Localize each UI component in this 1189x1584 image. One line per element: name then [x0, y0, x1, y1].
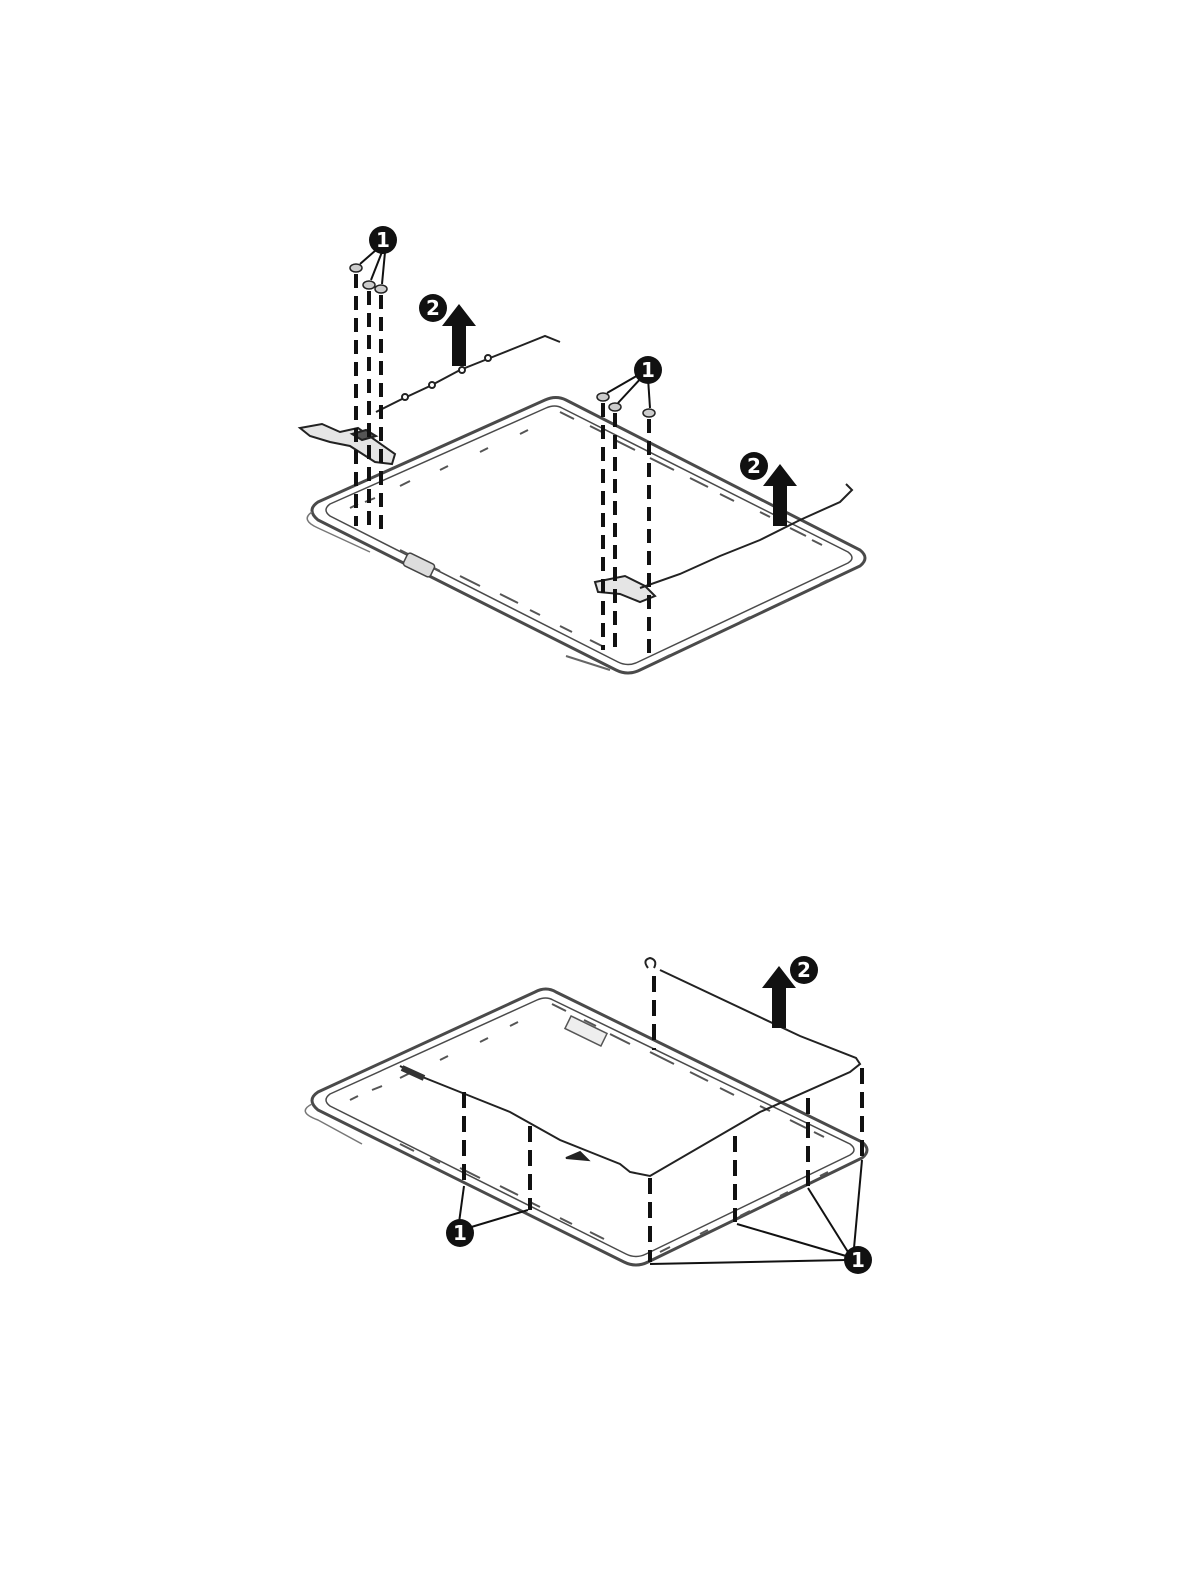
callout-label: 1 — [641, 358, 655, 382]
left-screws — [350, 264, 387, 530]
callout-label: 1 — [376, 228, 390, 252]
screw-icon — [643, 409, 655, 417]
lift-arrow-icon — [762, 966, 796, 1028]
callout-label: 1 — [453, 1221, 467, 1245]
callout-1-left: 1 — [446, 1219, 474, 1247]
right-screws — [597, 393, 655, 660]
screw-icon — [350, 264, 362, 272]
cable-removal-illustration: 2 1 1 — [0, 940, 1189, 1300]
screw-icon — [375, 285, 387, 293]
callout-leaders — [360, 250, 650, 408]
cable-removal-drawing: 2 1 1 — [0, 940, 1189, 1300]
callout-2-right: 2 — [740, 452, 768, 480]
screw-icon — [609, 403, 621, 411]
right-antenna-cable — [640, 484, 852, 588]
callout-label: 1 — [851, 1248, 865, 1272]
hinge-removal-illustration: 1 2 1 2 — [0, 190, 1189, 720]
callout-1-right: 1 — [634, 356, 662, 384]
display-cable — [400, 958, 860, 1176]
callout-2: 2 — [790, 956, 818, 984]
display-back-cover — [305, 989, 867, 1265]
lift-arrow-icon — [442, 304, 476, 366]
callout-1-right: 1 — [844, 1246, 872, 1274]
left-antenna-cable — [376, 336, 560, 412]
callout-label: 2 — [747, 454, 761, 478]
callout-label: 2 — [797, 958, 811, 982]
callout-label: 2 — [426, 296, 440, 320]
hinge-removal-drawing: 1 2 1 2 — [0, 190, 1189, 720]
display-back-cover — [307, 398, 865, 674]
callout-2-left: 2 — [419, 294, 447, 322]
callout-1-left: 1 — [369, 226, 397, 254]
callout-leaders — [458, 1160, 862, 1264]
screw-icon — [597, 393, 609, 401]
screw-icon — [363, 281, 375, 289]
